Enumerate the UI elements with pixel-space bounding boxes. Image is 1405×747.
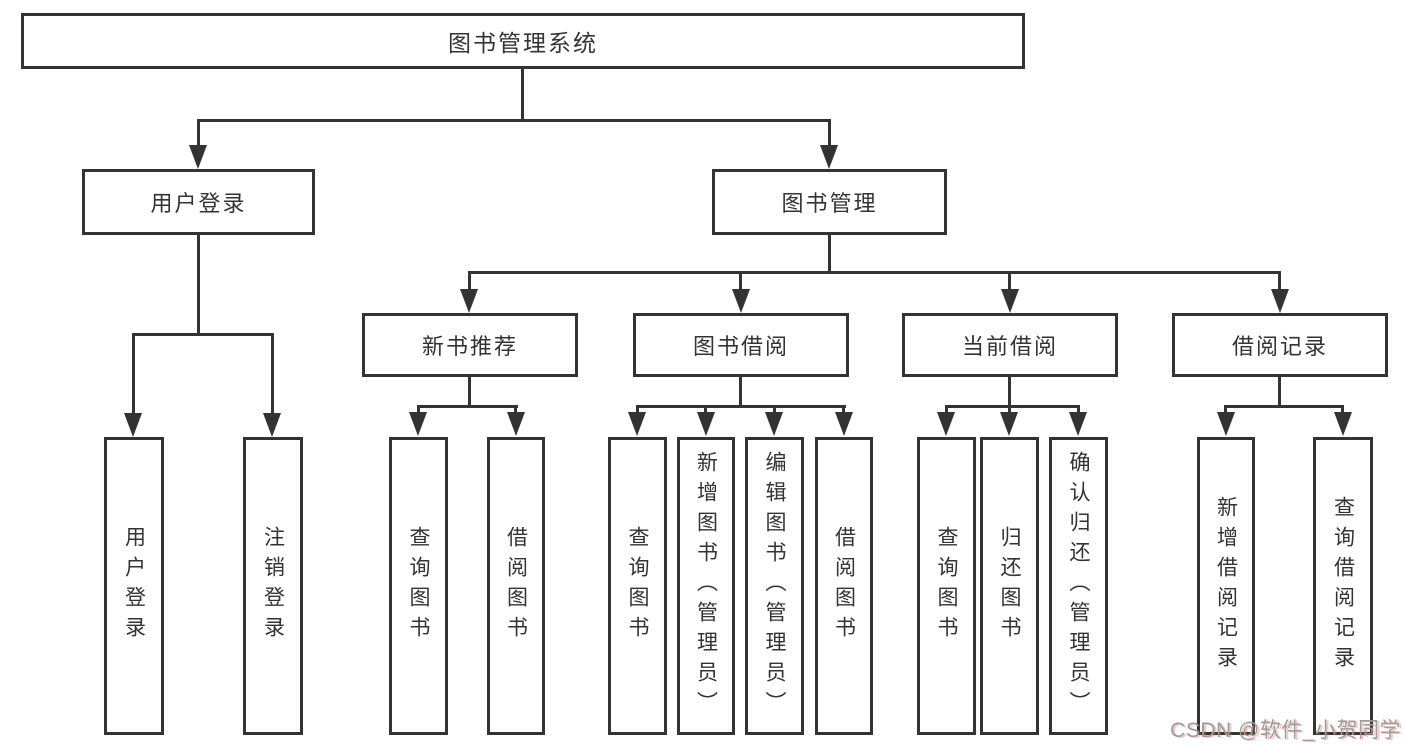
node-current-borrowing: 当前借阅 xyxy=(902,313,1118,377)
arrow-down-icon xyxy=(765,412,783,436)
connector-line xyxy=(1224,405,1344,408)
connector-line xyxy=(417,405,518,408)
connector-line xyxy=(132,333,135,414)
node-current-borrowing-label: 当前借阅 xyxy=(961,334,1058,359)
connector-line xyxy=(1278,271,1281,291)
connector-line xyxy=(945,405,1080,408)
connector-line xyxy=(842,405,845,414)
leaf-records-query-record-label: 查询借阅记录 xyxy=(1331,496,1355,676)
leaf-current-query-book: 查询图书 xyxy=(917,437,976,735)
connector-line xyxy=(773,405,776,414)
leaf-borrow-edit-book-admin-label: 编辑图书（管理员） xyxy=(763,451,786,721)
connector-line xyxy=(739,377,742,407)
arrow-down-icon xyxy=(189,145,207,169)
leaf-recommend-borrow-book-label: 借阅图书 xyxy=(504,526,528,646)
node-root: 图书管理系统 xyxy=(21,13,1025,69)
connector-line xyxy=(1077,405,1080,414)
arrow-down-icon xyxy=(1334,412,1352,436)
arrow-down-icon xyxy=(1069,412,1087,436)
leaf-recommend-borrow-book: 借阅图书 xyxy=(487,437,545,735)
connector-line xyxy=(468,377,471,407)
connector-line xyxy=(514,405,517,414)
connector-line xyxy=(636,405,846,408)
arrow-down-icon xyxy=(628,412,646,436)
leaf-borrow-query-book-label: 查询图书 xyxy=(626,526,649,646)
arrow-down-icon xyxy=(732,289,750,313)
connector-line xyxy=(1008,377,1011,407)
node-new-book-recommend: 新书推荐 xyxy=(362,313,578,377)
leaf-borrow-borrow-book-label: 借阅图书 xyxy=(832,526,856,646)
leaf-borrow-add-book-admin-label: 新增图书（管理员） xyxy=(694,451,718,721)
arrow-down-icon xyxy=(1271,289,1289,313)
connector-line xyxy=(704,405,707,414)
arrow-down-icon xyxy=(263,413,281,437)
connector-line xyxy=(197,235,200,335)
csdn-watermark: CSDN @软件_小贺同学 xyxy=(1170,719,1401,742)
connector-line xyxy=(521,69,524,121)
node-book-management: 图书管理 xyxy=(712,169,947,235)
leaf-records-query-record: 查询借阅记录 xyxy=(1313,437,1373,735)
leaf-records-add-record: 新增借阅记录 xyxy=(1197,437,1255,735)
node-borrowing-records: 借阅记录 xyxy=(1172,313,1388,377)
connector-line xyxy=(468,271,471,291)
leaf-current-confirm-return-admin: 确认归还（管理员） xyxy=(1049,437,1108,735)
connector-line xyxy=(132,333,274,336)
leaf-borrow-borrow-book: 借阅图书 xyxy=(815,437,873,735)
arrow-down-icon xyxy=(1000,412,1018,436)
arrow-down-icon xyxy=(409,412,427,436)
arrow-down-icon xyxy=(937,412,955,436)
node-book-management-label: 图书管理 xyxy=(781,191,878,216)
arrow-down-icon xyxy=(820,145,838,169)
node-new-book-recommend-label: 新书推荐 xyxy=(421,334,518,359)
connector-line xyxy=(271,333,274,414)
connector-line xyxy=(1008,271,1011,291)
leaf-recommend-query-book-label: 查询图书 xyxy=(407,526,430,646)
connector-line xyxy=(1278,377,1281,407)
arrow-down-icon xyxy=(507,412,525,436)
leaf-user-login: 用户登录 xyxy=(104,437,164,735)
node-user-login-label: 用户登录 xyxy=(150,191,247,216)
connector-line xyxy=(636,405,639,414)
node-root-label: 图书管理系统 xyxy=(448,30,598,56)
arrow-down-icon xyxy=(835,412,853,436)
leaf-borrow-add-book-admin: 新增图书（管理员） xyxy=(677,437,735,735)
connector-line xyxy=(739,271,742,291)
connector-line xyxy=(417,405,420,414)
leaf-borrow-edit-book-admin: 编辑图书（管理员） xyxy=(745,437,804,735)
leaf-current-return-book: 归还图书 xyxy=(980,437,1039,735)
connector-line xyxy=(828,119,831,147)
leaf-logout: 注销登录 xyxy=(243,437,303,735)
connector-line xyxy=(468,271,1281,274)
node-book-borrowing: 图书借阅 xyxy=(633,313,849,377)
arrow-down-icon xyxy=(124,413,142,437)
leaf-current-query-book-label: 查询图书 xyxy=(935,526,958,646)
connector-line xyxy=(1341,405,1344,414)
node-user-login: 用户登录 xyxy=(82,169,315,235)
connector-line xyxy=(828,235,831,273)
connector-line xyxy=(945,405,948,414)
connector-line xyxy=(198,119,831,122)
arrow-down-icon xyxy=(1217,412,1235,436)
leaf-logout-label: 注销登录 xyxy=(261,526,285,646)
leaf-current-confirm-return-admin-label: 确认归还（管理员） xyxy=(1067,451,1090,721)
connector-line xyxy=(1224,405,1227,414)
leaf-records-add-record-label: 新增借阅记录 xyxy=(1214,496,1238,676)
arrow-down-icon xyxy=(697,412,715,436)
node-book-borrowing-label: 图书借阅 xyxy=(692,334,789,359)
arrow-down-icon xyxy=(1001,289,1019,313)
connector-line xyxy=(1008,405,1011,414)
leaf-borrow-query-book: 查询图书 xyxy=(608,437,667,735)
node-borrowing-records-label: 借阅记录 xyxy=(1231,334,1328,359)
arrow-down-icon xyxy=(460,289,478,313)
leaf-user-login-label: 用户登录 xyxy=(122,526,146,646)
leaf-recommend-query-book: 查询图书 xyxy=(389,437,448,735)
connector-line xyxy=(197,119,200,147)
leaf-current-return-book-label: 归还图书 xyxy=(998,526,1021,646)
